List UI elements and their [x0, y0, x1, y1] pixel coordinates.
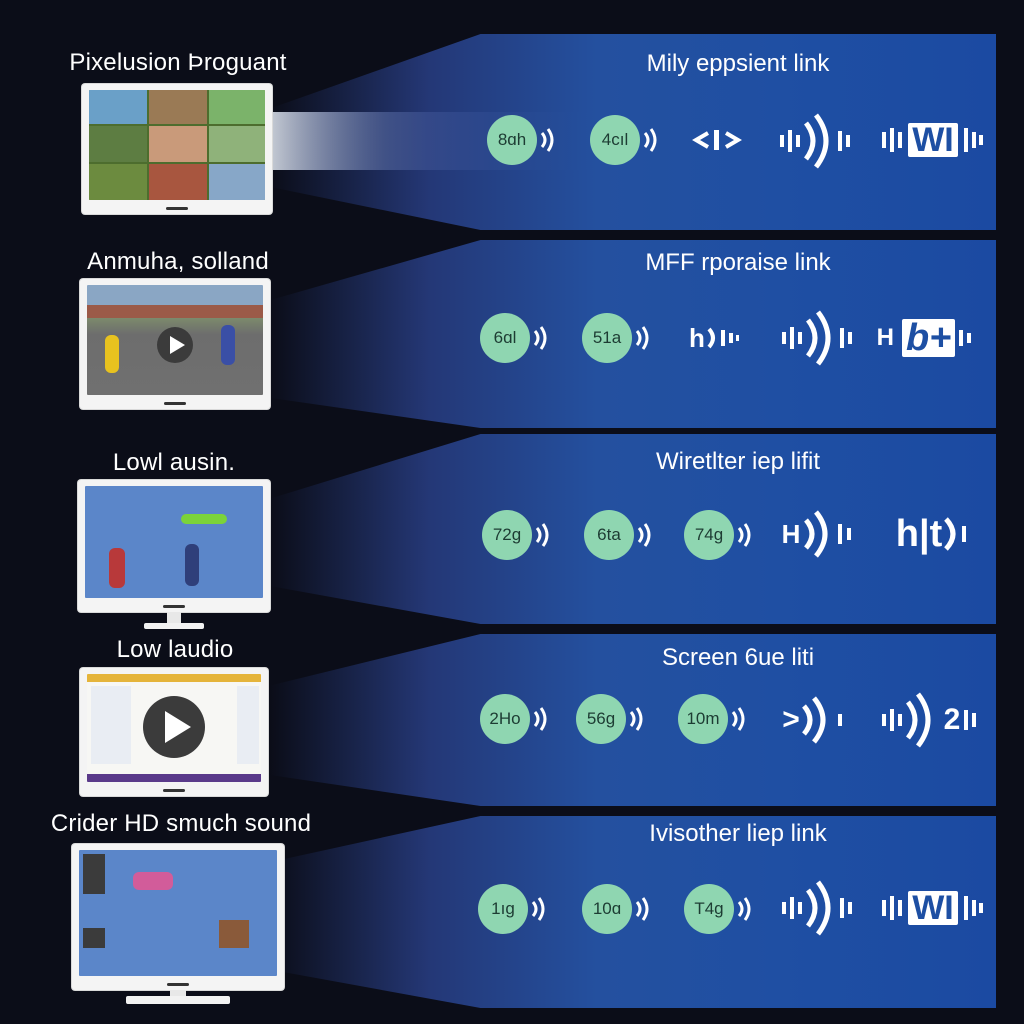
- speed-badge: 6ta: [584, 510, 634, 560]
- monitor[interactable]: [80, 279, 270, 409]
- two-label: 2: [943, 703, 961, 736]
- monitor-base: [126, 996, 230, 1004]
- w-box-icon: WI: [880, 112, 984, 168]
- small-wave-icon: [528, 891, 548, 927]
- speed-badge: T4g: [684, 884, 734, 934]
- small-wave-icon: [530, 320, 550, 356]
- ht-label: h|t: [895, 512, 943, 555]
- row-title: Pixelusion Þroguant: [69, 49, 287, 76]
- video-thumbnail-grid[interactable]: [89, 90, 265, 200]
- speed-badge: 6ɑl: [480, 313, 530, 363]
- wave-icon: [780, 310, 856, 366]
- small-wave-icon: [640, 122, 660, 158]
- play-icon[interactable]: [157, 327, 193, 363]
- wave-2-icon: 2: [874, 692, 984, 748]
- monitor-notch: [164, 402, 186, 405]
- row-title: Low laudio: [116, 636, 234, 663]
- ht-wave-icon: h|t: [884, 506, 984, 562]
- row-5: Crider HD smuch sound Ivisother liep lin…: [0, 810, 1024, 1024]
- row-1: Pixelusion Þroguant Mily eppsient link 8…: [0, 0, 1024, 230]
- row-title: Anmuha, solland: [87, 248, 269, 275]
- arrow-wave-icon: >: [778, 692, 854, 748]
- monitor-notch: [163, 789, 185, 792]
- w-box-icon: WI: [880, 880, 984, 936]
- monitor-notch: [163, 605, 185, 608]
- h-wave-icon: H: [780, 506, 858, 562]
- row-3: Lowl ausin. Wiretlter iep lifit 72g 6ta …: [0, 430, 1024, 630]
- wave-icon: [778, 113, 854, 169]
- speed-badge: 10m: [678, 694, 728, 744]
- speed-badge: 1ıg: [478, 884, 528, 934]
- h-label: H: [876, 324, 894, 351]
- projection-panel: [270, 240, 996, 428]
- row-2: Anmuha, solland MFF rporaise link 6ɑl 51…: [0, 230, 1024, 430]
- arrows-wave-icon: [692, 122, 744, 158]
- monitor-notch: [167, 983, 189, 986]
- video-thumbnail[interactable]: [87, 285, 263, 395]
- h-label: h: [689, 322, 705, 353]
- small-wave-icon: [632, 891, 652, 927]
- speed-badge: 8ɑh: [487, 115, 537, 165]
- small-wave-icon: [537, 122, 557, 158]
- panel-title: Mily eppsient link: [646, 50, 830, 77]
- row-title: Lowl ausin.: [112, 449, 236, 476]
- small-wave-icon: [632, 320, 652, 356]
- small-wave-icon: [532, 517, 552, 553]
- b-plus-icon: H b+: [874, 308, 978, 368]
- monitor[interactable]: [72, 844, 284, 990]
- monitor[interactable]: [80, 668, 268, 796]
- arrow-label: >: [782, 703, 800, 736]
- monitor[interactable]: [82, 84, 272, 214]
- speed-badge: 74g: [684, 510, 734, 560]
- video-thumbnail[interactable]: [79, 850, 277, 976]
- speed-badge: 72g: [482, 510, 532, 560]
- h-wave-icon: h: [686, 320, 744, 356]
- small-wave-icon: [728, 701, 748, 737]
- row-title: Crider HD smuch sound: [50, 810, 312, 837]
- speed-badge: 56g: [576, 694, 626, 744]
- h-label: H: [781, 518, 801, 549]
- speed-badge: 4cıl: [590, 115, 640, 165]
- video-thumbnail[interactable]: [85, 486, 263, 598]
- projection-panel: [270, 816, 996, 1008]
- monitor-notch: [166, 207, 188, 210]
- video-player-window[interactable]: [87, 674, 261, 782]
- wave-icon: [780, 880, 856, 936]
- speed-badge: 51a: [582, 313, 632, 363]
- row-4: Low laudio Screen 6ue liti 2Ho 56g 10m >…: [0, 630, 1024, 810]
- small-wave-icon: [530, 701, 550, 737]
- small-wave-icon: [734, 517, 754, 553]
- w-box-label: WI: [908, 891, 958, 925]
- monitor-base: [144, 623, 204, 629]
- small-wave-icon: [734, 891, 754, 927]
- panel-title: Ivisother liep link: [649, 820, 827, 847]
- monitor-stand: [170, 990, 186, 998]
- panel-title: Screen 6ue liti: [661, 644, 815, 671]
- small-wave-icon: [634, 517, 654, 553]
- panel-title: MFF rporaise link: [645, 249, 831, 276]
- play-icon[interactable]: [143, 696, 205, 758]
- panel-title: Wiretlter iep lifit: [655, 448, 821, 475]
- monitor-stand: [167, 612, 181, 624]
- speed-badge: 2Ho: [480, 694, 530, 744]
- speed-badge: 10ɑ: [582, 884, 632, 934]
- w-box-label: WI: [908, 123, 958, 157]
- monitor[interactable]: [78, 480, 270, 612]
- b-plus-label: b+: [901, 319, 956, 357]
- small-wave-icon: [626, 701, 646, 737]
